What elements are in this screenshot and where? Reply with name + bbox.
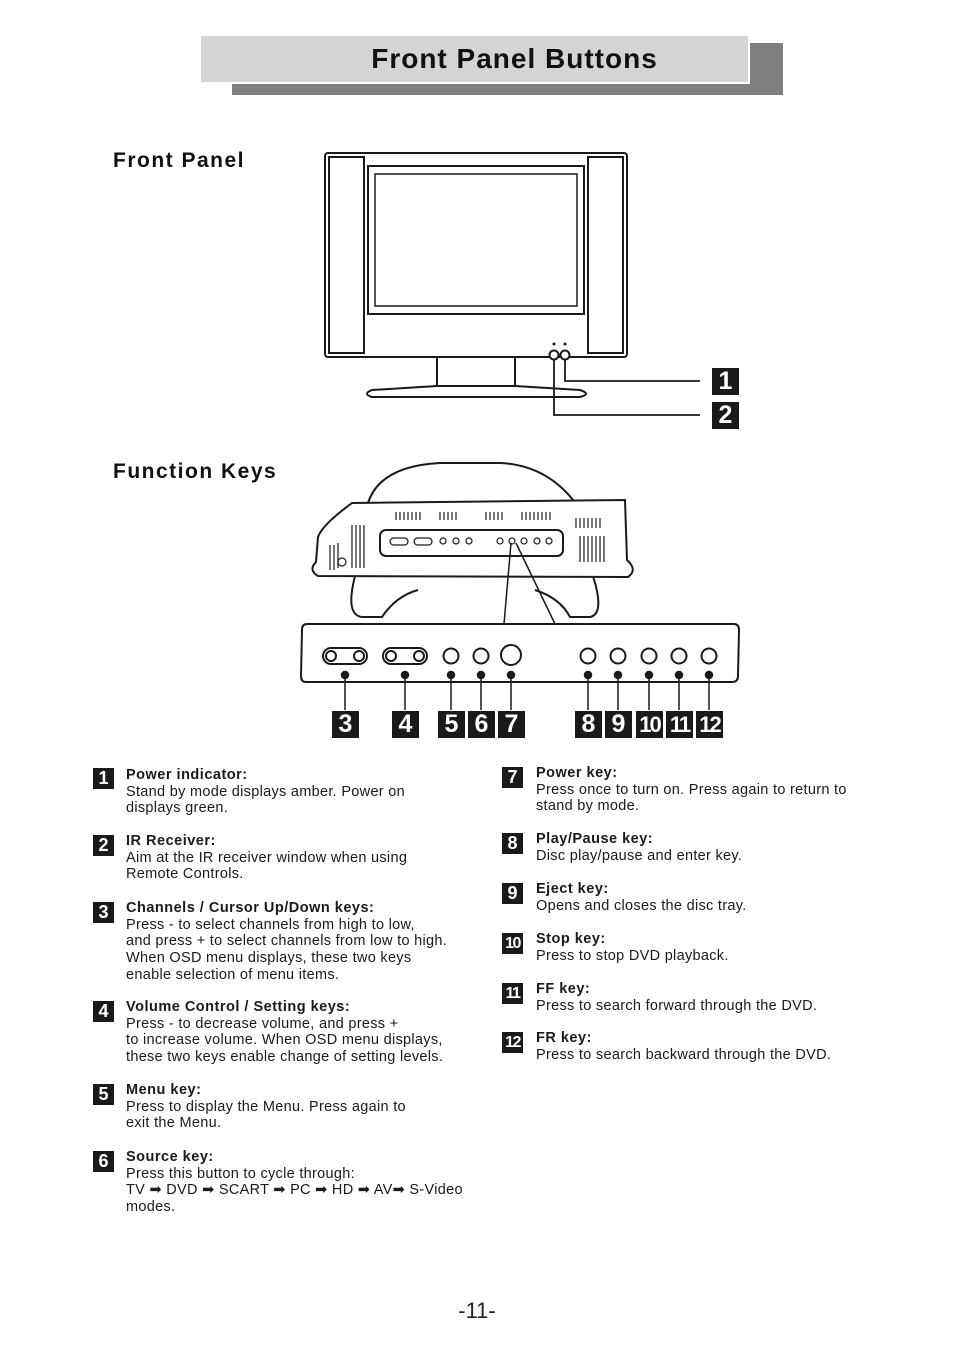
enlarged-button-panel: [299, 623, 741, 683]
callout-badge-3: 3: [332, 710, 359, 738]
desc-badge: 1: [93, 768, 114, 789]
desc-title: FF key:: [536, 981, 591, 997]
tv-bezel: [324, 152, 628, 358]
desc-title: Stop key:: [536, 931, 606, 947]
desc-body: Press to search forward through the DVD.: [536, 997, 818, 1014]
callout-badge-1: 1: [712, 367, 739, 395]
desc-badge: 11: [502, 983, 523, 1004]
desc-item-eject-key: Eject key: Opens and closes the disc tra…: [536, 881, 896, 914]
desc-body: Press once to turn on. Press again to re…: [536, 781, 847, 815]
desc-badge: 3: [93, 902, 114, 923]
tv-stand-neck: [436, 357, 516, 387]
front-panel-heading: Front Panel: [113, 149, 246, 172]
desc-badge: 9: [502, 883, 523, 904]
power-key: [500, 644, 522, 666]
callout-badge-5: 5: [438, 710, 465, 738]
desc-badge: 7: [502, 767, 523, 788]
channel-rocker-key: [322, 647, 368, 665]
desc-body: Press to stop DVD playback.: [536, 947, 729, 964]
desc-body: Press this button to cycle through: TV ➡…: [126, 1165, 463, 1216]
callout-badge-8: 8: [575, 710, 602, 738]
callout-badge-12: 12: [696, 711, 723, 738]
desc-title: FR key:: [536, 1030, 592, 1046]
desc-badge: 10: [502, 933, 523, 954]
stop-key: [640, 647, 658, 665]
tv-screen: [374, 173, 578, 307]
callout-line-1: [564, 359, 700, 382]
function-keys-heading: Function Keys: [113, 460, 278, 483]
tv-back-dome: [367, 462, 574, 504]
desc-title: Menu key:: [126, 1082, 202, 1098]
page-number: -11-: [458, 1298, 496, 1323]
desc-badge: 6: [93, 1151, 114, 1172]
right-foot: [534, 575, 600, 618]
tv-screen-frame: [367, 165, 585, 315]
desc-item-ff-key: FF key: Press to search forward through …: [536, 981, 896, 1014]
desc-title: Power key:: [536, 765, 618, 781]
callout-badge-2: 2: [712, 401, 739, 429]
callout-badge-11: 11: [666, 711, 693, 738]
desc-body: Stand by mode displays amber. Power on d…: [126, 783, 405, 817]
desc-title: IR Receiver:: [126, 833, 216, 849]
desc-body: Press - to decrease volume, and press + …: [126, 1015, 444, 1066]
callout-badge-4: 4: [392, 710, 419, 738]
desc-badge: 12: [502, 1032, 523, 1053]
title-banner: Front Panel Buttons: [199, 34, 750, 84]
desc-body: Aim at the IR receiver window when using…: [126, 849, 408, 883]
fr-key: [700, 647, 718, 665]
zoom-lines: [503, 542, 556, 625]
desc-badge: 4: [93, 1001, 114, 1022]
right-speaker: [587, 156, 624, 354]
desc-item-play-pause-key: Play/Pause key: Disc play/pause and ente…: [536, 831, 896, 864]
button-strip-outline: [379, 529, 564, 557]
left-foot: [350, 575, 419, 618]
desc-body: Press to search backward through the DVD…: [536, 1046, 832, 1063]
callout-badge-7: 7: [498, 710, 525, 738]
source-key: [472, 647, 490, 665]
desc-item-volume-keys: Volume Control / Setting keys: Press - t…: [126, 999, 486, 1066]
tv-stand-base: [366, 385, 587, 398]
volume-rocker-key: [382, 647, 428, 665]
desc-item-source-key: Source key: Press this button to cycle t…: [126, 1149, 486, 1216]
ff-key: [670, 647, 688, 665]
desc-item-stop-key: Stop key: Press to stop DVD playback.: [536, 931, 896, 964]
desc-item-ir-receiver: IR Receiver: Aim at the IR receiver wind…: [126, 833, 486, 883]
desc-item-power-indicator: Power indicator: Stand by mode displays …: [126, 767, 486, 817]
tv-top-body: [311, 498, 634, 579]
callout-badge-6: 6: [468, 710, 495, 738]
play-pause-key: [579, 647, 597, 665]
desc-body: Opens and closes the disc tray.: [536, 897, 747, 914]
desc-body: Press to display the Menu. Press again t…: [126, 1098, 406, 1132]
callout-badge-10: 10: [636, 711, 663, 738]
desc-title: Source key:: [126, 1149, 214, 1165]
desc-title: Volume Control / Setting keys:: [126, 999, 351, 1015]
left-speaker: [328, 156, 365, 354]
desc-body: Disc play/pause and enter key.: [536, 847, 743, 864]
desc-item-menu-key: Menu key: Press to display the Menu. Pre…: [126, 1082, 486, 1132]
desc-title: Play/Pause key:: [536, 831, 654, 847]
desc-title: Eject key:: [536, 881, 609, 897]
desc-badge: 2: [93, 835, 114, 856]
callout-badge-9: 9: [605, 710, 632, 738]
eject-key: [609, 647, 627, 665]
desc-item-channel-keys: Channels / Cursor Up/Down keys: Press - …: [126, 900, 486, 984]
desc-item-power-key: Power key: Press once to turn on. Press …: [536, 765, 896, 815]
menu-key: [442, 647, 460, 665]
desc-item-fr-key: FR key: Press to search backward through…: [536, 1030, 896, 1063]
desc-title: Power indicator:: [126, 767, 248, 783]
desc-badge: 5: [93, 1084, 114, 1105]
page-title: Front Panel Buttons: [371, 43, 658, 74]
desc-body: Press - to select channels from high to …: [126, 916, 448, 983]
desc-title: Channels / Cursor Up/Down keys:: [126, 900, 375, 916]
desc-badge: 8: [502, 833, 523, 854]
callout-line-2: [553, 359, 700, 416]
